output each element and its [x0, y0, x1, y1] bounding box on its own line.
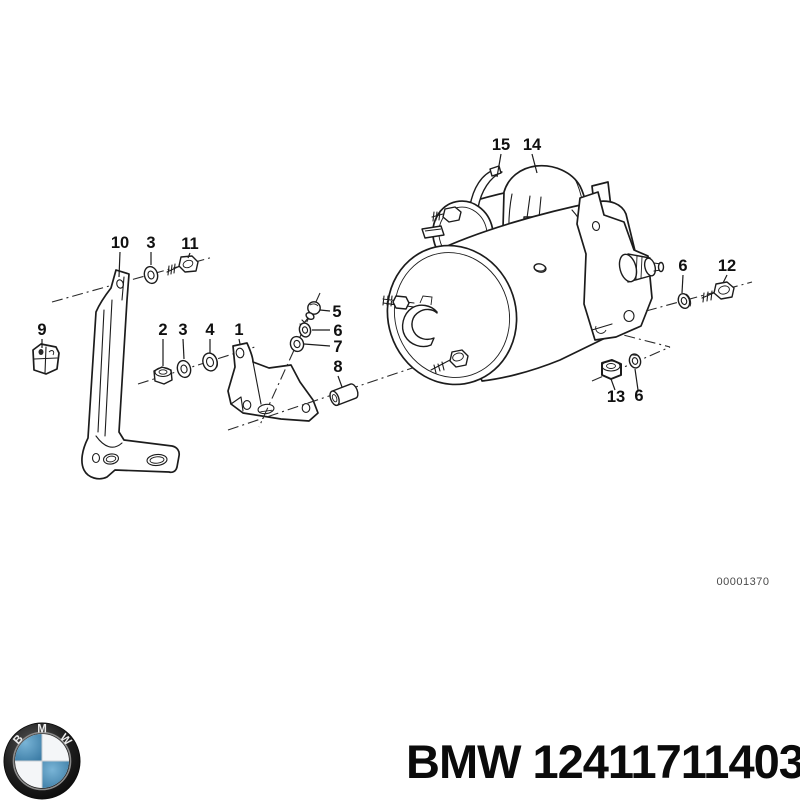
- logo-quadrant-upper-left: [15, 734, 42, 761]
- logo-letter-m: M: [37, 724, 47, 736]
- callout-14: 14: [523, 136, 542, 154]
- part-6-washer-mid: [298, 322, 312, 338]
- part-number-title: BMW 12411711403: [406, 735, 800, 788]
- callout-6-bottom: 6: [634, 387, 643, 405]
- callout-6-right: 6: [678, 257, 687, 275]
- part-2-nut: [153, 366, 173, 385]
- part-12-bolt: [701, 281, 735, 303]
- drawing-number: 00001370: [717, 576, 770, 588]
- logo-quadrant-lower-right: [42, 761, 69, 788]
- part-1-bracket: [227, 342, 319, 422]
- center-line-right: [645, 281, 753, 312]
- callout-10: 10: [111, 234, 129, 252]
- callout-labels: 15 14 10 3 11 6 12 5 9 2 3 4 1 6 7 8 13 …: [37, 136, 736, 406]
- part-8-spacer: [329, 383, 359, 407]
- callout-5: 5: [332, 303, 341, 321]
- callout-13: 13: [607, 388, 625, 406]
- callout-3-mid: 3: [178, 321, 187, 339]
- part-7-washer: [289, 335, 305, 353]
- fasteners: [143, 255, 735, 407]
- part-9-clip: [32, 343, 60, 375]
- part-13-nut: [601, 359, 622, 380]
- part-3-washer-top: [143, 265, 159, 285]
- leader-lines: [41, 153, 728, 391]
- callout-2: 2: [158, 321, 167, 339]
- callout-12: 12: [718, 257, 736, 275]
- part-3-washer-mid: [176, 359, 192, 379]
- callout-7: 7: [333, 338, 342, 356]
- motor-flange: [576, 191, 653, 341]
- part-10-bracket: [81, 269, 181, 480]
- part-4-washer: [202, 352, 218, 372]
- callout-6-mid: 6: [333, 322, 342, 340]
- callout-9: 9: [37, 321, 46, 339]
- callout-8: 8: [333, 358, 342, 376]
- part-11-bolt: [166, 255, 199, 276]
- part-6-washer-bottom: [628, 353, 642, 369]
- callout-15: 15: [492, 136, 510, 154]
- bmw-logo: B M W: [3, 722, 81, 800]
- callout-11: 11: [181, 235, 198, 253]
- part-6-washer-right: [677, 292, 692, 310]
- callout-1: 1: [234, 321, 243, 339]
- callout-4: 4: [205, 321, 215, 339]
- starter-motor: [382, 164, 665, 386]
- callout-3-top: 3: [146, 234, 155, 252]
